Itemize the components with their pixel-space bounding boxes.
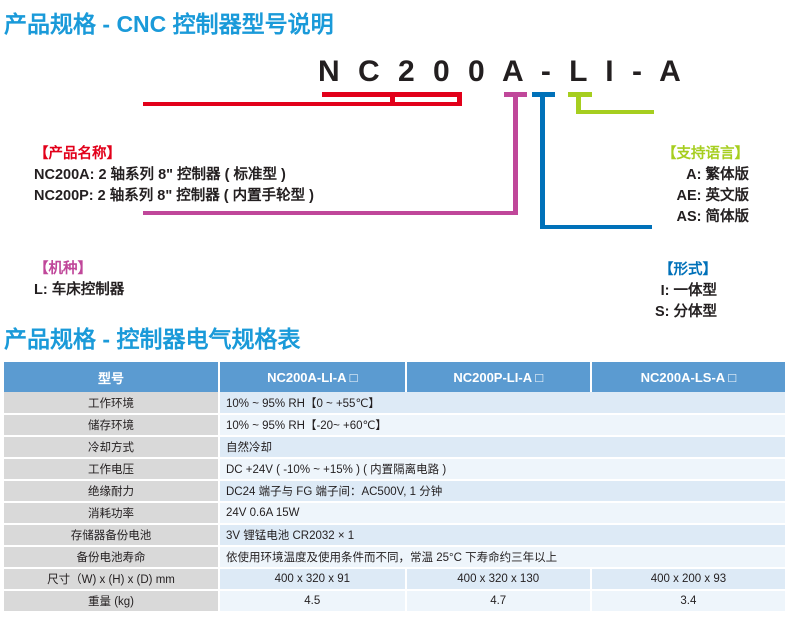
connector-blue-vertical — [540, 92, 545, 229]
row-label: 消耗功率 — [4, 502, 220, 525]
row-value-merged: DC +24V ( -10% ~ +15% ) ( 内置隔离电路 ) — [219, 458, 785, 481]
language-heading: 【支持语言】 — [662, 146, 749, 162]
page-title-electrical-spec: 产品规格 - 控制器电气规格表 — [4, 326, 301, 352]
language-line-3: AS: 简体版 — [676, 208, 750, 225]
row-value-merged: 10% ~ 95% RH【0 ~ +55℃】 — [219, 392, 785, 415]
row-value-merged: 自然冷却 — [219, 436, 785, 459]
col-header-nc200a-ls-a: NC200A-LS-A □ — [590, 362, 785, 392]
row-label: 备份电池寿命 — [4, 546, 220, 569]
col-header-model: 型号 — [4, 362, 220, 392]
language-line-2: AE: 英文版 — [676, 187, 750, 204]
connector-magenta-label-line — [143, 211, 518, 215]
label-block-form: 【形式】 I: 一体型 S: 分体型 — [655, 261, 717, 323]
connector-magenta-vertical — [513, 92, 518, 215]
form-line-2: S: 分体型 — [655, 303, 718, 320]
connector-blue-label-line — [540, 225, 652, 229]
row-label: 工作环境 — [4, 392, 220, 415]
row-value: 400 x 320 x 91 — [219, 568, 407, 591]
connector-red-right-vertical — [457, 92, 462, 105]
row-value-merged: 10% ~ 95% RH【-20~ +60℃】 — [219, 414, 785, 437]
label-block-product-name: 【产品名称】 NC200A: 2 轴系列 8" 控制器 ( 标准型 ) NC20… — [34, 145, 314, 207]
row-value-merged: 24V 0.6A 15W — [219, 502, 785, 525]
row-value-merged: 依使用环境温度及使用条件而不同，常温 25°C 下寿命约三年以上 — [219, 546, 785, 569]
product-name-heading: 【产品名称】 — [34, 146, 121, 162]
model-number-string: N C 2 0 0 A - L I - A — [318, 55, 686, 88]
row-label: 存储器备份电池 — [4, 524, 220, 547]
row-label: 尺寸（W) x (H) x (D) mm — [4, 568, 220, 591]
row-value: 400 x 320 x 130 — [405, 568, 592, 591]
connector-green-vertical — [576, 92, 581, 114]
table-header-row: 型号 NC200A-LI-A □ NC200P-LI-A □ NC200A-LS… — [4, 362, 785, 392]
connector-red-down-to-label — [390, 92, 395, 105]
row-label: 储存环境 — [4, 414, 220, 437]
machine-type-heading: 【机种】 — [34, 261, 92, 277]
table-row: 备份电池寿命依使用环境温度及使用条件而不同，常温 25°C 下寿命约三年以上 — [4, 546, 785, 569]
col-header-nc200p-li-a: NC200P-LI-A □ — [405, 362, 592, 392]
label-block-language: 【支持语言】 A: 繁体版 AE: 英文版 AS: 简体版 — [662, 145, 749, 228]
table-row: 冷却方式自然冷却 — [4, 436, 785, 459]
row-label: 重量 (kg) — [4, 590, 220, 613]
connector-green-label-line — [576, 110, 654, 114]
product-name-line-1: NC200A: 2 轴系列 8" 控制器 ( 标准型 ) — [34, 166, 286, 183]
language-line-1: A: 繁体版 — [686, 166, 749, 183]
col-header-nc200a-li-a: NC200A-LI-A □ — [219, 362, 407, 392]
machine-type-line-1: L: 车床控制器 — [34, 281, 125, 298]
label-block-machine-type: 【机种】 L: 车床控制器 — [34, 260, 124, 301]
electrical-spec-table: 型号 NC200A-LI-A □ NC200P-LI-A □ NC200A-LS… — [4, 362, 785, 613]
row-value: 4.5 — [219, 590, 407, 613]
row-value-merged: 3V 锂锰电池 CR2032 × 1 — [219, 524, 785, 547]
form-line-1: I: 一体型 — [660, 282, 718, 299]
connector-red-label-line — [143, 102, 462, 106]
row-value: 4.7 — [405, 590, 592, 613]
row-value: 3.4 — [590, 590, 785, 613]
product-name-line-2: NC200P: 2 轴系列 8" 控制器 ( 内置手轮型 ) — [34, 187, 314, 204]
form-heading: 【形式】 — [659, 262, 718, 278]
row-label: 冷却方式 — [4, 436, 220, 459]
model-number-diagram: N C 2 0 0 A - L I - A 【产品名称】 NC200A: 2 轴… — [0, 45, 789, 320]
row-value-merged: DC24 端子与 FG 端子间：AC500V, 1 分钟 — [219, 480, 785, 503]
page-title-model-explanation: 产品规格 - CNC 控制器型号说明 — [4, 11, 334, 37]
row-value: 400 x 200 x 93 — [590, 568, 785, 591]
row-label: 工作电压 — [4, 458, 220, 481]
row-label: 绝缘耐力 — [4, 480, 220, 503]
